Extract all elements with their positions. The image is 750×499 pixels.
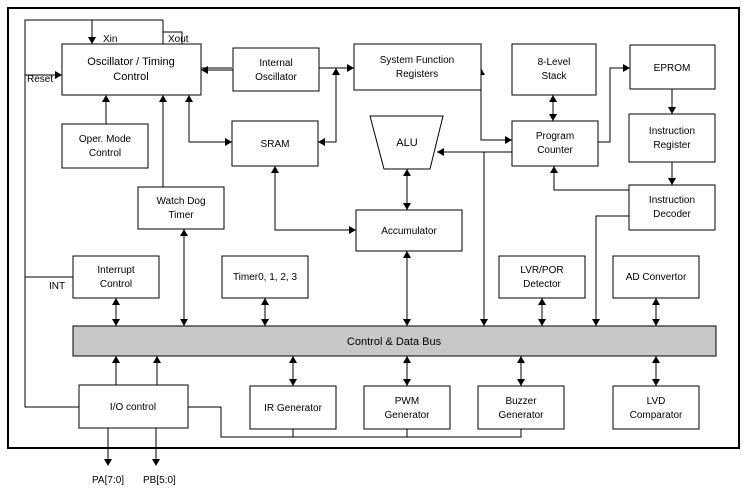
signal-xout: Xout [168,34,189,45]
block-label: Decoder [653,209,691,220]
block-label: ALU [396,137,417,149]
block-label: Generator [384,410,430,421]
block-label: Oscillator [255,72,297,83]
block-timers: Timer0, 1, 2, 3 [221,255,309,299]
block-system-function-registers: System Function Registers [353,43,482,91]
block-label: EPROM [654,63,691,74]
signal-pb: PB[5:0] [143,475,176,486]
block-label: Control [100,279,132,290]
signal-reset: Reset [27,74,53,85]
block-osc-timing: Oscillator / Timing Control [61,43,202,96]
block-ad-convertor: AD Convertor [612,255,700,299]
block-label: Control [89,148,121,159]
block-label: Watch Dog [156,196,205,207]
signal-int: INT [49,281,65,292]
block-label: Comparator [630,410,683,421]
block-label: System Function [380,55,454,66]
block-label: Oscillator / Timing [87,56,174,68]
block-label: Registers [396,69,438,80]
block-watchdog-timer: Watch Dog Timer [137,186,225,230]
block-sram: SRAM [231,120,319,167]
block-label: Generator [498,410,544,421]
block-buzzer-generator: Buzzer Generator [477,385,565,430]
block-label: Stack [541,71,567,82]
block-pwm-generator: PWM Generator [363,385,451,430]
block-instruction-register: Instruction Register [628,113,716,163]
block-alu: ALU [369,115,444,170]
signal-pa: PA[7:0] [92,475,124,486]
block-label: Instruction [649,126,695,137]
diagram-frame [7,7,740,449]
block-label: Accumulator [381,226,437,237]
block-label: Register [653,140,691,151]
block-lvd-comparator: LVD Comparator [612,385,700,430]
block-label: 8-Level [538,57,571,68]
block-label: Timer [168,210,194,221]
block-io-control: I/O control [78,384,189,429]
block-label: AD Convertor [626,272,687,283]
block-label: I/O control [110,402,156,413]
block-stack: 8-Level Stack [511,43,597,96]
block-label: Internal [259,58,292,69]
block-label: Oper. Mode [79,134,132,145]
block-label: Control [113,71,148,83]
block-label: SRAM [261,139,290,150]
control-data-bus: Control & Data Bus [72,325,717,357]
block-interrupt-control: Interrupt Control [72,255,160,299]
block-accumulator: Accumulator [355,209,463,252]
block-label: Buzzer [505,396,537,407]
block-oper-mode-control: Oper. Mode Control [61,123,149,169]
block-label: LVD [647,396,666,407]
block-label: PWM [395,396,419,407]
bus-label: Control & Data Bus [347,336,442,348]
block-internal-oscillator: Internal Oscillator [232,47,320,92]
block-label: Instruction [649,195,695,206]
block-lvr-por-detector: LVR/POR Detector [498,255,586,299]
block-eprom: EPROM [629,44,716,90]
block-label: IR Generator [264,403,322,414]
block-instruction-decoder: Instruction Decoder [628,184,716,231]
block-label: Program [536,131,574,142]
block-program-counter: Program Counter [511,120,599,167]
block-label: Detector [523,279,561,290]
block-label: Interrupt [97,265,134,276]
block-ir-generator: IR Generator [249,385,337,430]
block-label: Timer0, 1, 2, 3 [233,272,298,283]
block-label: LVR/POR [520,265,563,276]
signal-xin: Xin [103,34,117,45]
block-label: Counter [537,145,573,156]
arrowheads [55,37,676,466]
